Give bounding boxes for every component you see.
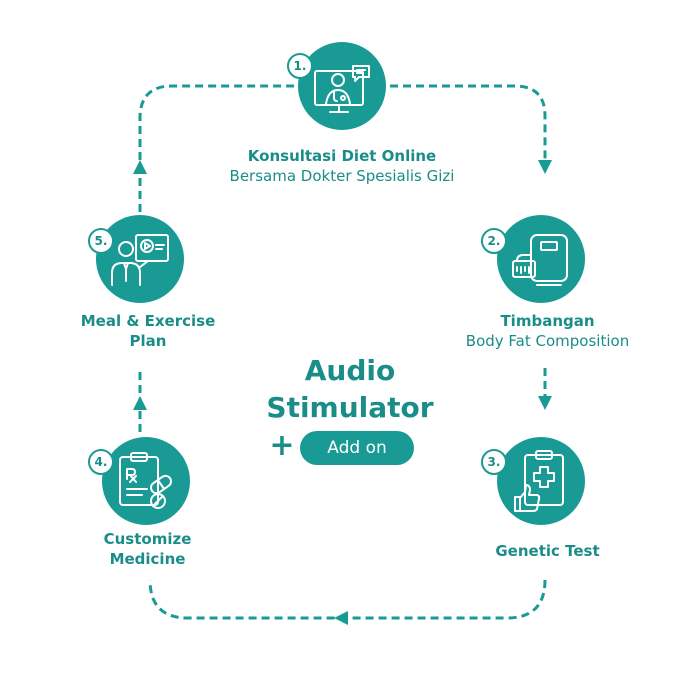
step-5-number-badge: 5. <box>88 228 114 254</box>
step-5-title-line-1: Meal & Exercise <box>80 312 216 330</box>
step-1-label: Konsultasi Diet Online Bersama Dokter Sp… <box>192 146 492 186</box>
center-title: Audio Stimulator <box>200 352 500 426</box>
step-1-subtitle: Bersama Dokter Spesialis Gizi <box>229 167 455 185</box>
add-on-button[interactable]: Add on <box>300 431 414 465</box>
arrowhead-left-bottom <box>334 611 348 625</box>
plus-icon: + <box>269 428 295 463</box>
step-2-title: Timbangan <box>500 312 595 330</box>
connector-1-to-2 <box>390 84 547 162</box>
step-4-title-line-2: Medicine <box>109 550 186 568</box>
step-3-number-badge: 3. <box>481 449 507 475</box>
step-3-circle <box>497 437 585 525</box>
arrowhead-up-left-lower <box>133 396 147 410</box>
step-1-circle <box>298 42 386 130</box>
presenter-video-board-icon <box>111 234 169 286</box>
step-1-title: Konsultasi Diet Online <box>247 147 437 165</box>
prescription-pills-icon <box>119 452 173 509</box>
step-2-circle <box>497 215 585 303</box>
step-4-circle <box>102 437 190 525</box>
body-scale-icon <box>512 234 568 286</box>
step-4-title-line-1: Customize <box>103 530 192 548</box>
step-2-subtitle: Body Fat Composition <box>465 332 630 350</box>
step-5-circle <box>96 215 184 303</box>
step-4-number-badge: 4. <box>88 449 114 475</box>
step-2-label: Timbangan Body Fat Composition <box>440 311 655 351</box>
step-4-label: Customize Medicine <box>60 529 235 569</box>
step-3-title: Genetic Test <box>495 542 600 560</box>
step-5-title-line-2: Plan <box>129 332 167 350</box>
step-5-label: Meal & Exercise Plan <box>48 311 248 351</box>
step-2-number-badge: 2. <box>481 228 507 254</box>
center-title-line-2: Stimulator <box>266 391 434 424</box>
online-doctor-consultation-icon <box>314 65 370 113</box>
medical-clipboard-thumbs-up-icon <box>514 450 564 512</box>
step-3-label: Genetic Test <box>460 541 635 561</box>
step-1-number-badge: 1. <box>287 53 313 79</box>
arrowhead-up-left-upper <box>133 160 147 174</box>
arrowhead-down-top-right <box>538 160 552 174</box>
center-title-line-1: Audio <box>304 354 396 387</box>
arrowhead-down-right <box>538 396 552 410</box>
connector-5-to-1 <box>138 84 298 212</box>
